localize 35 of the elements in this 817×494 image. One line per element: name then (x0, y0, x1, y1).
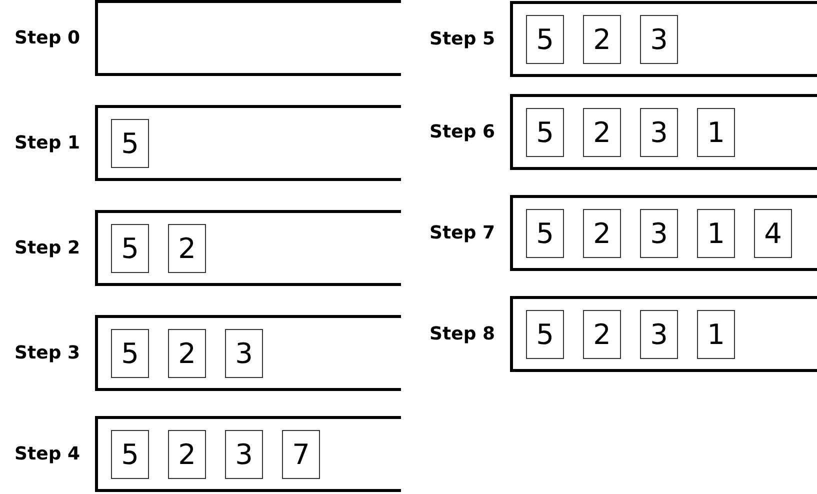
stack-element: 2 (583, 208, 621, 258)
stack-element: 5 (111, 430, 149, 478)
stack-element: 5 (111, 224, 149, 272)
stack-element: 2 (168, 430, 206, 478)
stack-element: 1 (697, 310, 735, 358)
step-label: Step 6 (430, 122, 495, 142)
step-label: Step 2 (14, 238, 80, 258)
step-label: Step 8 (430, 324, 495, 344)
stack-element: 5 (111, 328, 149, 378)
stack-element: 1 (697, 208, 735, 258)
step-label: Step 7 (430, 222, 495, 244)
stack-element: 5 (526, 108, 564, 156)
stack-element: 1 (697, 108, 735, 156)
stack-element: 5 (526, 14, 564, 64)
step-label: Step 3 (14, 342, 80, 364)
stack-element: 5 (111, 118, 149, 168)
stack-element: 4 (754, 208, 792, 258)
stack-element: 2 (168, 224, 206, 272)
step-label: Step 4 (14, 444, 80, 464)
step-label: Step 1 (14, 132, 80, 154)
stack-element: 5 (526, 208, 564, 258)
stack-element: 3 (640, 108, 678, 156)
step-label: Step 0 (14, 28, 80, 48)
stack-element: 2 (583, 108, 621, 156)
stack-element: 2 (168, 328, 206, 378)
stack-element: 3 (640, 310, 678, 358)
stack-element: 2 (583, 310, 621, 358)
stack-element: 7 (282, 430, 320, 478)
stack-element: 3 (640, 14, 678, 64)
step-label: Step 5 (430, 28, 495, 50)
stack-element: 5 (526, 310, 564, 358)
stack-element: 3 (225, 430, 263, 478)
stack-element: 3 (640, 208, 678, 258)
stack-element: 3 (225, 328, 263, 378)
stack-element: 2 (583, 14, 621, 64)
